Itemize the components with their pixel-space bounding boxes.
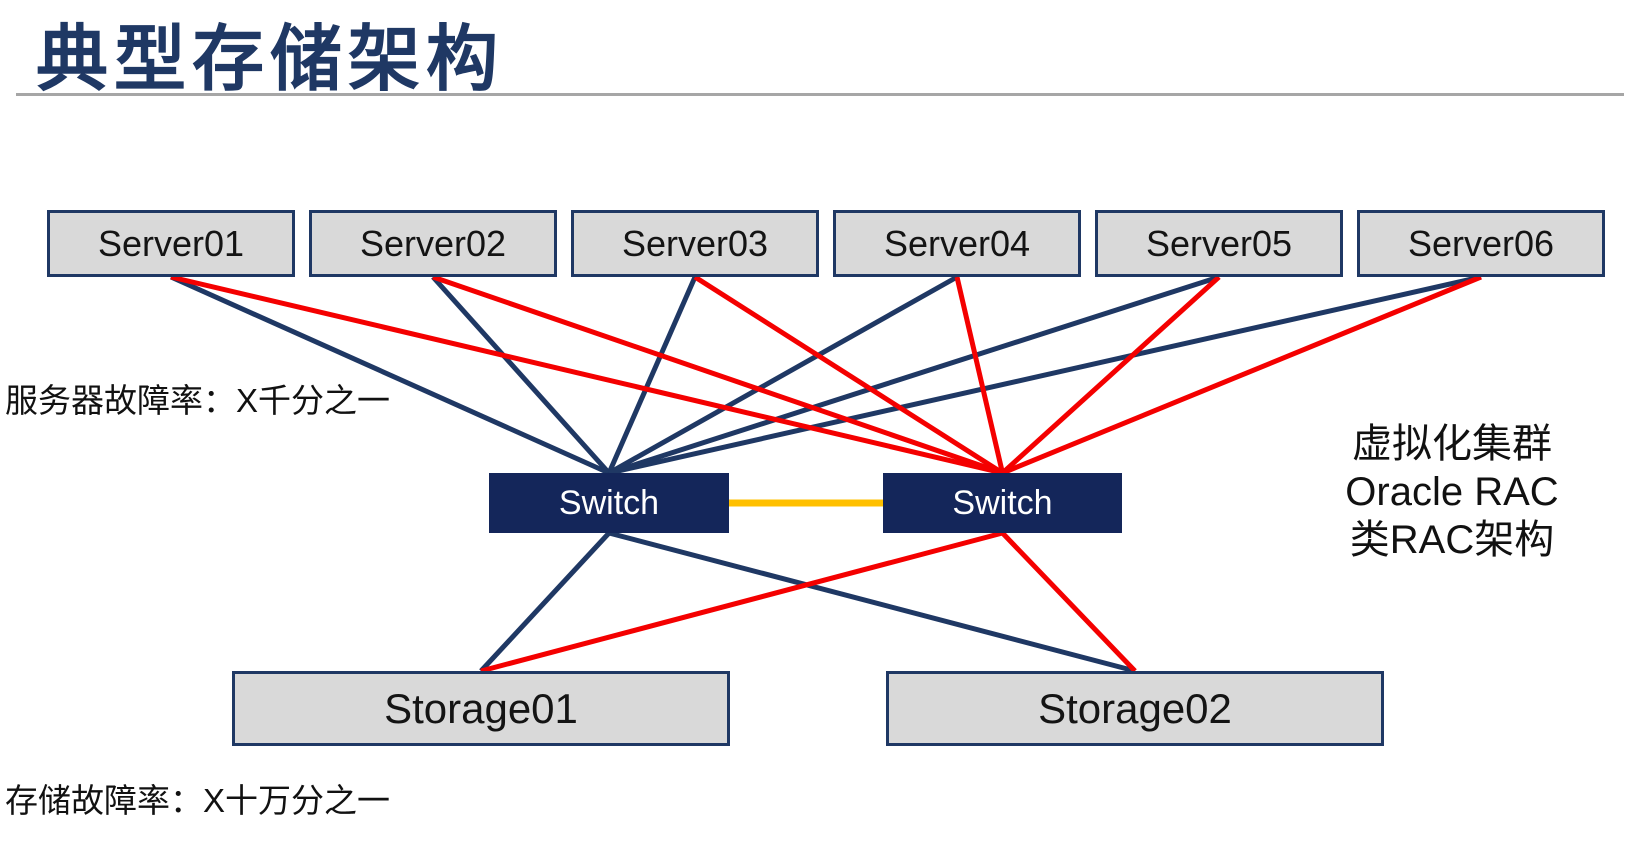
server-label: Server02 [359,222,507,264]
switch-label: Switch [952,483,1053,522]
server-node-2: Server02 [309,210,557,277]
switch-node-right: Switch [883,473,1122,533]
link-switch-right-to-storage-1 [480,530,1004,674]
server-node-4: Server04 [833,210,1081,277]
link-server-1-to-switch-left [169,274,611,476]
link-server-1-to-switch-right [170,274,1004,476]
switch-label: Switch [558,483,660,522]
link-server-2-to-switch-right [432,274,1004,476]
link-server-2-to-switch-left [431,275,611,475]
note-line-virtualization-cluster: 虚拟化集群 [1352,422,1552,466]
server-label: Server04 [883,222,1031,264]
storage-node-2: Storage02 [886,671,1384,746]
note-line-oracle-rac: Oracle RAC [1345,470,1559,514]
storage-label: Storage02 [1038,684,1232,732]
title-divider [16,93,1624,96]
note-cluster-architecture: 虚拟化集群 Oracle RAC 类RAC架构 [1322,420,1582,564]
storage-node-1: Storage01 [232,671,730,746]
server-label: Server06 [1407,222,1555,264]
link-switch-left-to-storage-2 [608,530,1136,674]
link-server-5-to-switch-right [1000,275,1221,475]
link-server-4-to-switch-right [954,276,1005,474]
link-server-3-to-switch-left [606,275,698,475]
storage-label: Storage01 [384,684,578,732]
server-label: Server05 [1145,222,1293,264]
link-server-4-to-switch-left [607,274,959,476]
link-switch-right-to-storage-2 [1000,531,1137,673]
link-server-3-to-switch-right [693,274,1004,476]
annotation-storage-failure-rate: 存储故障率：X十万分之一 [5,782,391,819]
server-node-1: Server01 [47,210,295,277]
annotation-server-failure-rate: 服务器故障率：X千分之一 [5,382,391,419]
switch-node-left: Switch [489,473,729,533]
note-line-rac-like: 类RAC架构 [1349,518,1555,562]
server-node-3: Server03 [571,210,819,277]
link-switch-left-to-storage-1 [479,531,611,673]
server-label: Server03 [621,222,769,264]
link-server-6-to-switch-left [608,274,1482,476]
server-node-6: Server06 [1357,210,1605,277]
server-node-5: Server05 [1095,210,1343,277]
link-server-5-to-switch-left [608,274,1220,476]
server-label: Server01 [97,222,245,264]
link-server-6-to-switch-right [1001,274,1482,476]
page-title: 典型存储架构 [36,20,505,100]
